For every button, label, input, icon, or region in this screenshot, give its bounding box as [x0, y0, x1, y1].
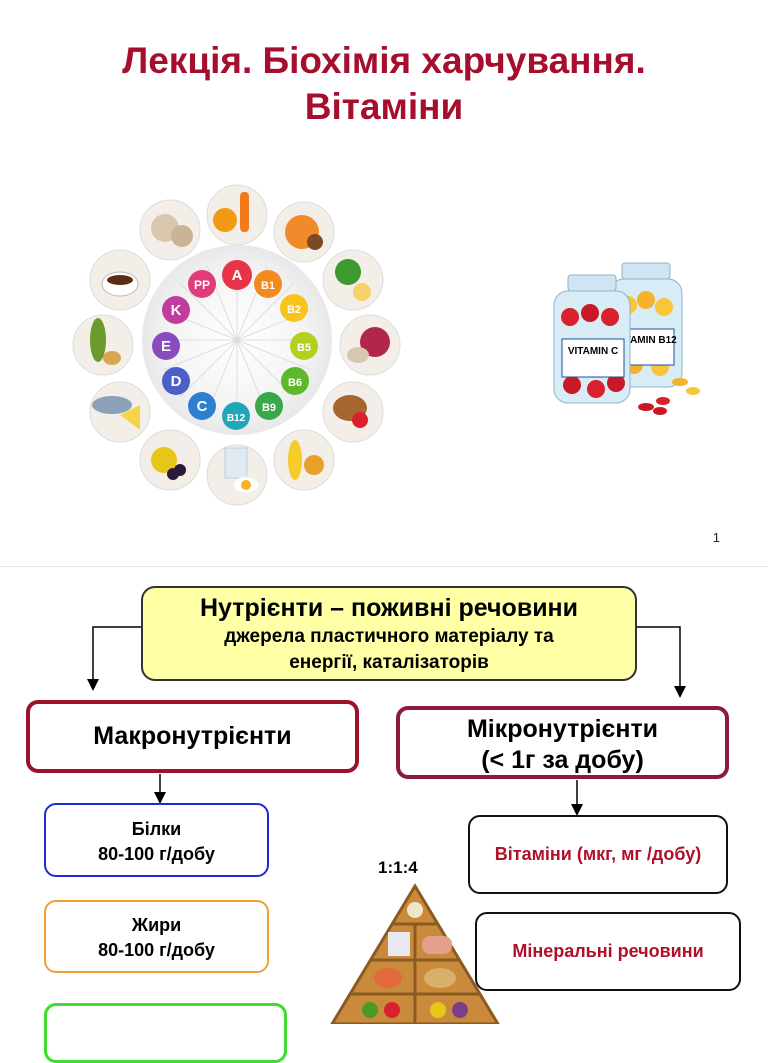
fats-amount: 80-100 г/добу	[98, 940, 215, 960]
vitamin-d-label: D	[171, 373, 182, 390]
food-plates	[72, 184, 401, 506]
macronutrients-box: Макронутрієнти	[26, 700, 359, 773]
nutrients-box: Нутрієнти – поживні речовини джерела пла…	[141, 586, 637, 681]
title-line-1: Лекція. Біохімія харчування.	[122, 40, 646, 81]
nutrients-title: Нутрієнти – поживні речовини	[199, 594, 579, 622]
loose-pills	[638, 378, 700, 415]
bottle-c-label: VITAMIN C	[568, 346, 618, 357]
vitamin-b9-label: B9	[262, 402, 276, 414]
minerals-label: Мінеральні речовини	[512, 941, 704, 961]
vitamin-a-label: A	[232, 267, 243, 284]
proteins-box: Білки 80-100 г/добу	[44, 803, 269, 877]
proteins-label: Білки	[131, 819, 182, 839]
micronutrients-amount: (< 1г за добу)	[481, 746, 644, 774]
vitamin-b5-label: B5	[297, 342, 311, 354]
vitamin-k-label: K	[171, 302, 182, 319]
connector-to-micro	[637, 626, 686, 698]
vitamin-bottles-illustration: VITAMIN B12 VITAMIN C	[553, 262, 700, 415]
vitamin-pp-label: PP	[194, 278, 210, 292]
nutrients-subtitle-line-2: енергії, каталізаторів	[289, 652, 489, 673]
bottle-c: VITAMIN C	[553, 274, 631, 404]
nutrients-subtitle-line-1: джерела пластичного матеріалу та	[224, 626, 554, 647]
vitamin-b2-label: B2	[287, 304, 301, 316]
wheel-rays	[157, 260, 317, 420]
proteins-amount: 80-100 г/добу	[98, 844, 215, 864]
slide-divider	[0, 566, 768, 567]
slide-title: Лекція. Біохімія харчування. Вітаміни	[0, 38, 768, 130]
diagram-connectors	[87, 626, 686, 816]
micronutrients-box: Мікронутрієнти (< 1г за добу)	[396, 706, 729, 779]
vitamin-wheel-illustration: A B1 B2 B5 B6 B9 B12 C D E K PP	[72, 184, 401, 506]
macronutrients-label: Макронутрієнти	[93, 722, 292, 750]
page-number: 1	[712, 530, 720, 545]
nutrient-ratio: 1:1:4	[378, 858, 418, 877]
carbohydrates-box	[44, 1003, 287, 1063]
vitamin-b1-label: B1	[261, 280, 275, 292]
vitamin-c-label: C	[197, 398, 208, 415]
vitamin-balls: A B1 B2 B5 B6 B9 B12 C D E K PP	[152, 260, 318, 430]
fats-label: Жири	[131, 915, 182, 935]
food-pyramid-illustration	[330, 883, 500, 1024]
minerals-box: Мінеральні речовини	[475, 912, 741, 991]
micronutrients-label: Мікронутрієнти	[466, 715, 659, 743]
connector-to-macro	[87, 626, 141, 691]
vitamin-e-label: E	[161, 338, 171, 355]
title-line-2: Вітаміни	[304, 86, 464, 127]
vitamin-b12-label: B12	[227, 413, 246, 424]
vitamins-label: Вітаміни (мкг, мг /добу)	[494, 844, 702, 864]
vitamin-b6-label: B6	[288, 377, 302, 389]
vitamins-box: Вітаміни (мкг, мг /добу)	[468, 815, 728, 894]
fats-box: Жири 80-100 г/добу	[44, 900, 269, 973]
bottle-b12-label: VITAMIN B12	[615, 335, 677, 346]
